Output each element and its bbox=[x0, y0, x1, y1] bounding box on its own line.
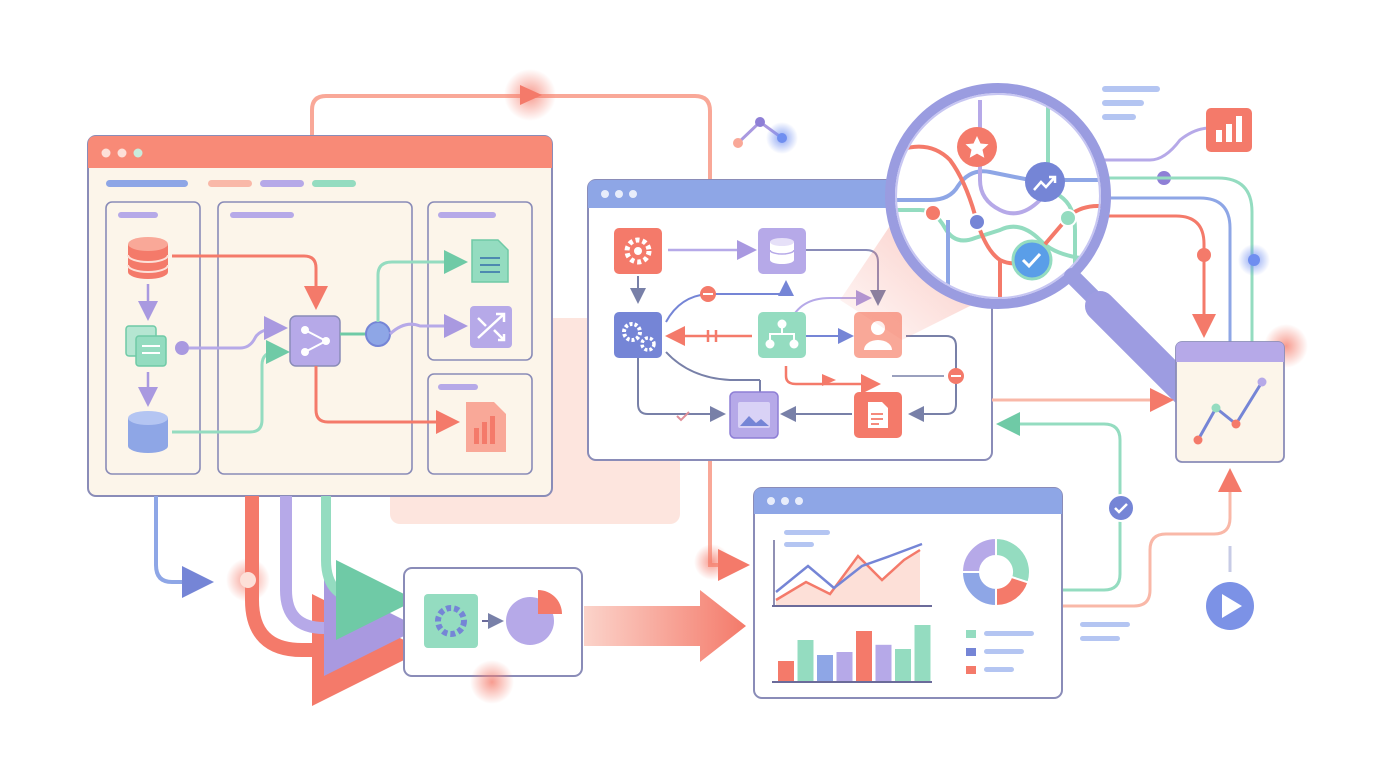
play-icon[interactable] bbox=[1206, 546, 1254, 630]
window-dot[interactable] bbox=[133, 148, 143, 158]
bar bbox=[895, 649, 911, 682]
report-icon[interactable] bbox=[854, 392, 902, 438]
shuffle-icon bbox=[470, 306, 512, 348]
dashboard-window bbox=[753, 487, 1063, 699]
text-lines-decoration bbox=[1102, 86, 1160, 120]
check-icon bbox=[1011, 239, 1053, 281]
donut-chart bbox=[960, 536, 1031, 608]
window-dot[interactable] bbox=[117, 148, 127, 158]
gear-icon[interactable] bbox=[614, 228, 662, 274]
trend-icon bbox=[1025, 162, 1065, 202]
pipeline-window bbox=[87, 135, 553, 497]
trend-decoration bbox=[733, 117, 798, 154]
database-icon bbox=[127, 237, 169, 279]
star-icon bbox=[957, 127, 997, 167]
flow-arrow bbox=[584, 590, 746, 662]
insight-window bbox=[1175, 324, 1308, 463]
window-dot[interactable] bbox=[781, 497, 789, 505]
database-icon[interactable] bbox=[758, 228, 806, 274]
window-dot[interactable] bbox=[101, 148, 111, 158]
bar bbox=[817, 655, 833, 682]
chart-report-icon bbox=[466, 402, 506, 452]
text-lines-decoration bbox=[1080, 622, 1130, 641]
bar bbox=[856, 631, 872, 682]
pie-icon bbox=[506, 590, 562, 645]
donut-slice bbox=[960, 536, 997, 573]
documents-icon bbox=[125, 325, 167, 367]
bar bbox=[875, 644, 892, 682]
bar-chart bbox=[778, 625, 931, 682]
connector-node[interactable] bbox=[365, 321, 391, 347]
magnifier-icon bbox=[885, 83, 1201, 407]
bar-chart-icon bbox=[1206, 108, 1252, 152]
bar bbox=[797, 640, 814, 682]
org-chart-icon[interactable] bbox=[758, 312, 806, 358]
line-chart bbox=[772, 540, 932, 607]
gear-icon bbox=[424, 594, 478, 648]
window-dot[interactable] bbox=[795, 497, 803, 505]
window-dot[interactable] bbox=[601, 190, 609, 198]
process-window bbox=[403, 567, 583, 677]
gears-icon[interactable] bbox=[614, 312, 662, 358]
window-dot[interactable] bbox=[615, 190, 623, 198]
window-dot[interactable] bbox=[629, 190, 637, 198]
bar bbox=[836, 652, 853, 682]
report-icon bbox=[471, 239, 509, 283]
window-dot[interactable] bbox=[767, 497, 775, 505]
legend bbox=[966, 630, 1034, 674]
merge-node-icon[interactable] bbox=[289, 315, 341, 367]
bar bbox=[914, 625, 931, 682]
image-icon[interactable] bbox=[729, 391, 779, 439]
check-icon[interactable] bbox=[1107, 494, 1135, 522]
database-icon bbox=[128, 411, 168, 453]
bar bbox=[778, 661, 794, 682]
